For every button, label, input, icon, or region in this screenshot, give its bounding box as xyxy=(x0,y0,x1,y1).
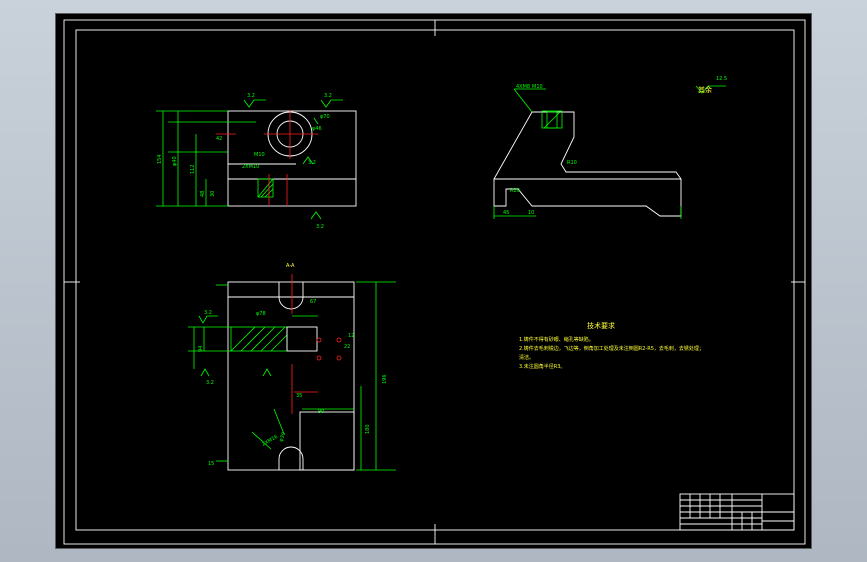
side-view xyxy=(493,85,726,219)
rough-mark-6: 3.2 xyxy=(206,380,214,386)
rough-main: 12.5 xyxy=(716,76,727,82)
dim-94: 94 xyxy=(198,346,204,352)
rough-mark-4: 3.2 xyxy=(308,160,316,166)
tech-note-2: 2.铸件去毛刺锐边，飞边等，倒角加工处理及未注倒圆R2-R5，去毛刺，去锈处理； xyxy=(519,345,704,352)
dim-67: 67 xyxy=(310,299,316,305)
section-view xyxy=(188,274,396,471)
dim-m10: M10 xyxy=(254,152,265,158)
dim-180: 180 xyxy=(365,424,371,434)
dim-12: 12 xyxy=(348,333,354,339)
dim-22: 22 xyxy=(344,344,350,350)
dim-42: 42 xyxy=(216,136,222,142)
dim-phi70: φ70 xyxy=(320,114,330,120)
dim-15: 15 xyxy=(208,461,214,467)
dim-2xm10: 2XM10 xyxy=(242,164,259,170)
rough-mark-3: 3.2 xyxy=(316,224,324,230)
dim-2xm16: 2XM16 xyxy=(261,434,279,448)
dim-r10: R10 xyxy=(567,160,577,166)
cad-drawing-viewport[interactable]: 3.2 3.2 3.2 3.2 φ70 φ46 42 48 112 154 φ4… xyxy=(55,13,812,549)
dim-10: 10 xyxy=(528,210,534,216)
drawing-canvas: 3.2 3.2 3.2 3.2 φ70 φ46 42 48 112 154 φ4… xyxy=(63,19,806,545)
dim-90: 90 xyxy=(318,409,324,415)
dim-154: 154 xyxy=(157,154,163,164)
inner-border xyxy=(75,29,795,531)
tech-title: 技术要求 xyxy=(587,321,615,330)
tech-note-3: 清洁。 xyxy=(519,354,534,361)
rough-mark-1: 3.2 xyxy=(247,93,255,99)
dim-r20: R20 xyxy=(510,188,520,194)
dim-30: 30 xyxy=(210,191,216,197)
dim-48: 48 xyxy=(200,191,206,197)
rough-mark-5: 3.2 xyxy=(204,310,212,316)
tech-note-1: 1.铸件不得有砂眼、缩孔等缺陷。 xyxy=(519,336,594,343)
title-block xyxy=(679,493,795,531)
dim-phi40: φ40 xyxy=(172,156,178,166)
dim-45: 45 xyxy=(503,210,509,216)
outer-border xyxy=(63,19,806,545)
dim-phi78: φ78 xyxy=(256,311,266,317)
rough-mark-2: 3.2 xyxy=(324,93,332,99)
top-view xyxy=(156,99,357,220)
tech-note-4: 3.未注圆角半径R3。 xyxy=(519,363,565,370)
dim-35: 35 xyxy=(296,393,302,399)
dim-phi30: φ30 xyxy=(278,432,287,443)
dim-phi46: φ46 xyxy=(312,126,322,132)
dim-196: 196 xyxy=(382,374,388,384)
dim-4xm8: 4XM8 xyxy=(516,84,530,90)
section-label: A-A xyxy=(286,263,295,269)
dim-m10-side: M10 xyxy=(532,84,543,90)
dim-112: 112 xyxy=(190,164,196,174)
rest-label: 其余 xyxy=(698,85,712,94)
